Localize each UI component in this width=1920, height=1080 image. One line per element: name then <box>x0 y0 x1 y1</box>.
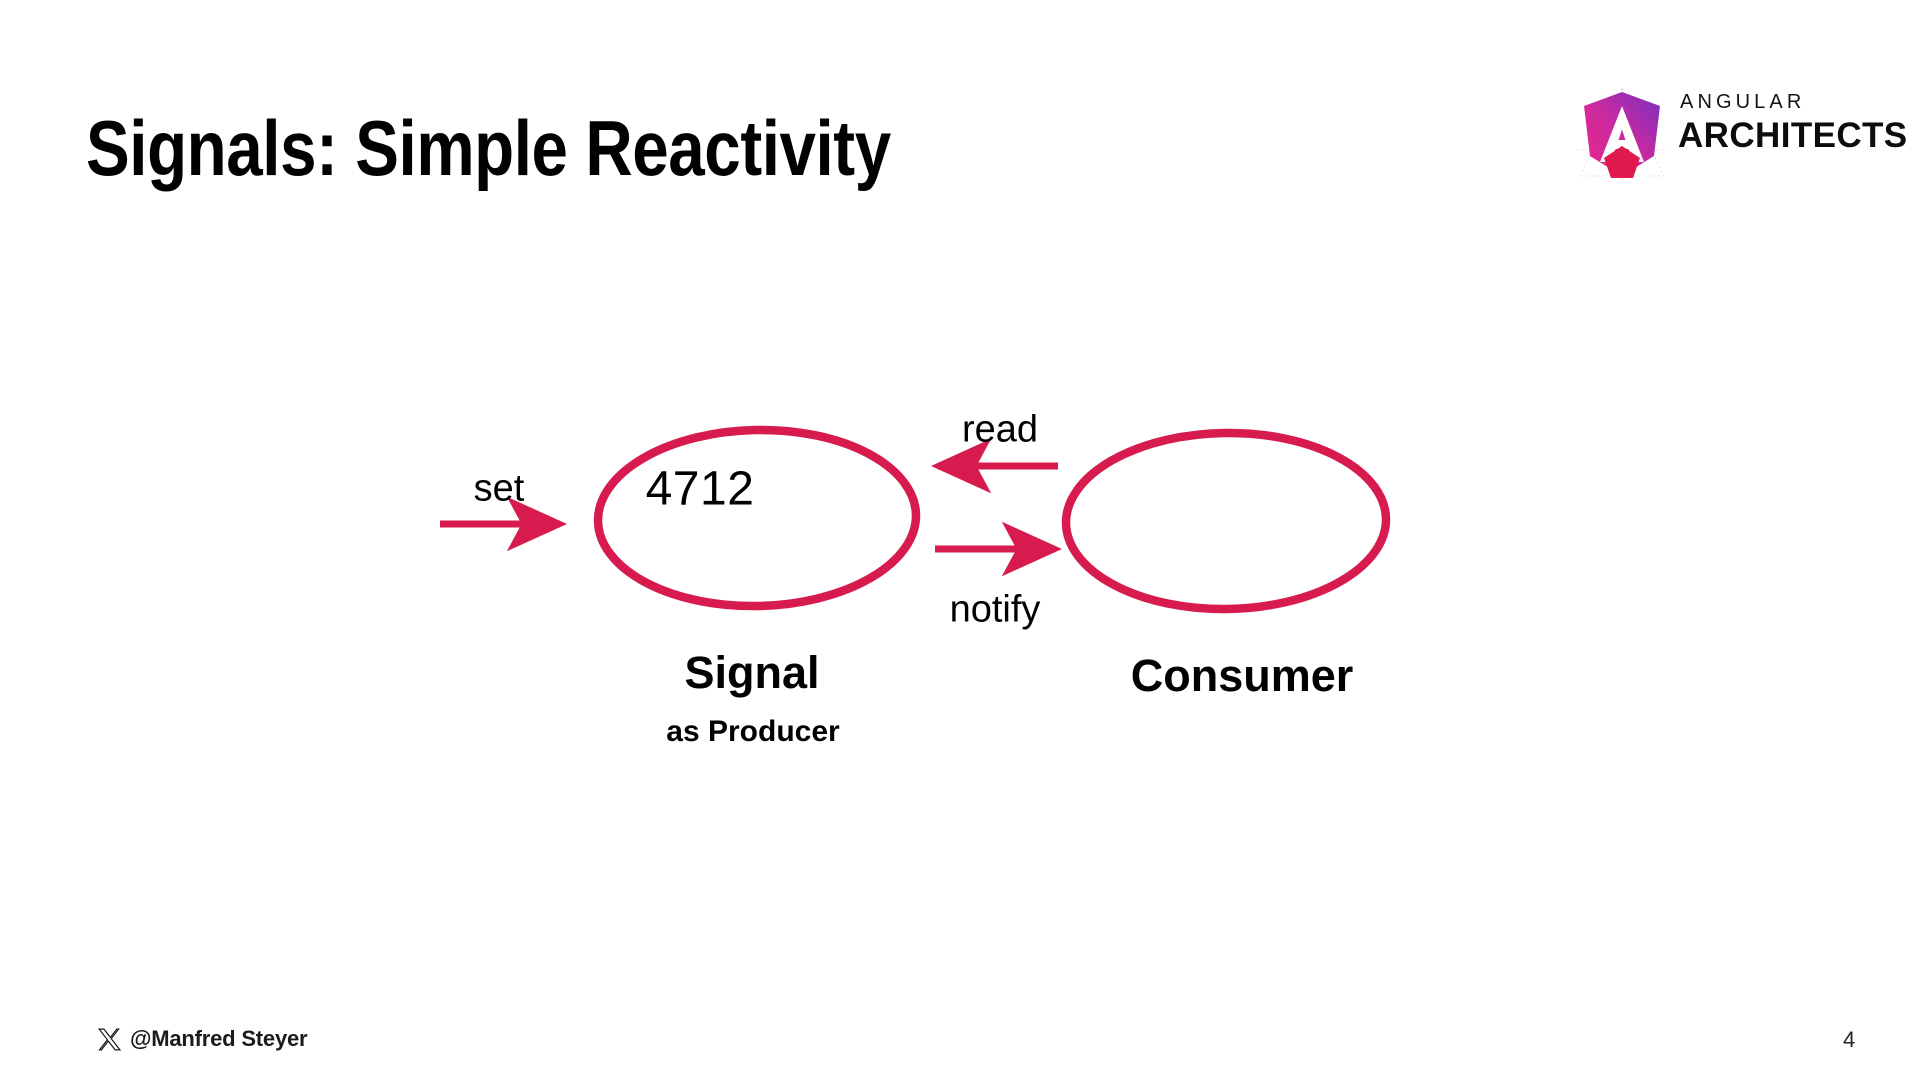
consumer-node-label: Consumer <box>1130 650 1354 701</box>
signal-node-label: Signal <box>684 647 820 698</box>
brand-logo: ANGULAR ARCHITECTS <box>1570 82 1908 190</box>
brand-wordmark: ANGULAR ARCHITECTS <box>1678 91 1908 155</box>
brand-line-architects: ARCHITECTS <box>1678 116 1908 155</box>
set-arrow-label: set <box>473 467 525 510</box>
footer-social-handle[interactable]: @Manfred Steyer <box>98 1026 308 1052</box>
x-twitter-icon <box>98 1028 121 1051</box>
page-title: Signals: Simple Reactivity <box>86 104 891 192</box>
signal-node-sublabel: as Producer <box>666 715 840 748</box>
brand-line-angular: ANGULAR <box>1680 91 1806 113</box>
read-arrow-label: read <box>961 408 1039 451</box>
signal-node-ellipse <box>593 425 921 611</box>
angular-architects-logo-icon <box>1570 84 1674 188</box>
footer-handle-label: @Manfred Steyer <box>130 1026 308 1051</box>
signal-node-value: 4712 <box>645 462 755 516</box>
notify-arrow-label: notify <box>949 588 1041 631</box>
slide-page-number: 4 <box>1843 1027 1856 1052</box>
consumer-node-ellipse <box>1061 428 1391 614</box>
